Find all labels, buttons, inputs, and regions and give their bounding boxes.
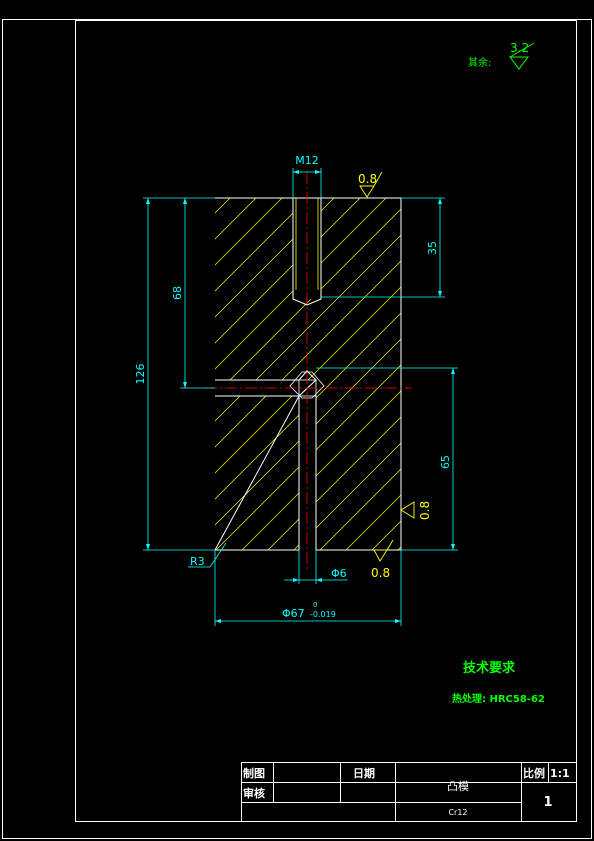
roughness-symbol-icon — [509, 42, 535, 70]
centerlines — [205, 172, 412, 570]
tb-part-name: 凸模 — [447, 780, 469, 793]
dim-height-total: 126 — [134, 364, 147, 385]
dim-height-lower: 65 — [439, 455, 452, 469]
tb-scale-label: 比例 — [523, 766, 545, 780]
tb-date-label: 日期 — [353, 766, 375, 780]
cross-hole-junction — [289, 371, 325, 399]
roughness-top: 0.8 — [358, 172, 377, 186]
tb-drawn-label: 制图 — [243, 766, 265, 780]
tb-material: Cr12 — [448, 808, 467, 817]
roughness-right: 0.8 — [418, 501, 432, 520]
dim-bore: Φ6 — [331, 567, 347, 580]
section-hatch — [215, 198, 401, 550]
tech-req-heading: 技术要求 — [463, 660, 516, 676]
roughness-top-icon — [359, 171, 383, 198]
surface-finish-label: 其余: — [468, 56, 491, 69]
dim-radius: R3 — [190, 555, 205, 568]
dimension-lines — [143, 168, 458, 626]
roughness-bottom: 0.8 — [371, 566, 390, 580]
dim-tol-upper: 0 — [313, 601, 317, 609]
surface-finish-note: 其余: 3.2 — [468, 41, 535, 70]
dim-depth-thread: 35 — [426, 241, 439, 255]
thread-root-lines — [295, 198, 319, 290]
tb-sheet-number: 1 — [543, 795, 552, 810]
title-block — [241, 762, 577, 822]
sheet-outer-border — [2, 19, 592, 839]
roughness-bottom-icon — [373, 539, 394, 562]
surface-finish-value: 3.2 — [510, 41, 529, 55]
dim-thread: M12 — [295, 154, 319, 167]
part-section — [214, 197, 402, 551]
tb-checked-label: 审核 — [243, 786, 265, 800]
tb-scale-value: 1:1 — [550, 767, 570, 780]
dim-tol-lower: -0.019 — [310, 610, 336, 619]
dim-height-hole: 68 — [171, 286, 184, 300]
roughness-right-icon — [400, 501, 415, 519]
dim-diameter: Φ67 — [282, 607, 305, 620]
dimension-arrows — [146, 170, 455, 623]
tech-req-heat: 热处理: HRC58-62 — [452, 692, 545, 705]
